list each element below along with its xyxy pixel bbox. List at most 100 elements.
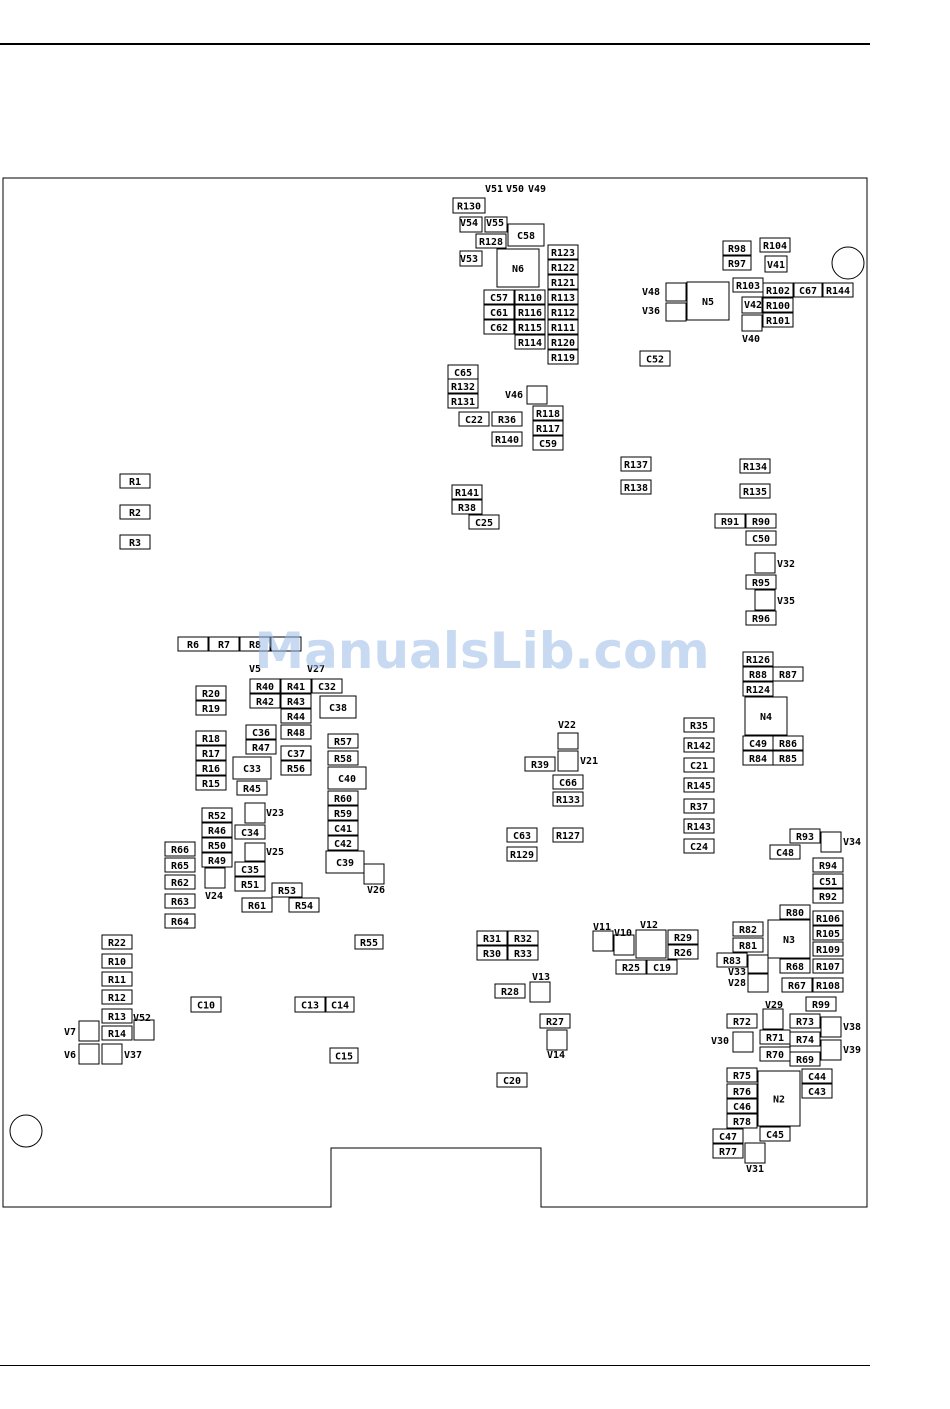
component-outline [812, 941, 844, 957]
component-label: V42 [744, 300, 762, 311]
component-label: R33 [514, 949, 532, 960]
component-outline [288, 897, 320, 913]
component-outline [557, 750, 579, 772]
component-label: R49 [208, 856, 226, 867]
component-label: R48 [287, 728, 305, 739]
component-outline [781, 977, 813, 993]
component-outline [506, 827, 538, 843]
component-c47: C47 [712, 1128, 744, 1144]
component-r119: R119 [547, 349, 579, 365]
component-v25: V25 [244, 842, 284, 862]
component-label: C39 [336, 858, 354, 869]
component-label: R10 [108, 957, 126, 968]
component-r145: R145 [683, 777, 715, 793]
component-outline [195, 745, 227, 761]
component-r66: R66 [164, 841, 196, 857]
component-label: V40 [742, 334, 760, 345]
component-label: V27 [307, 664, 325, 675]
component-v11: V11 [592, 922, 614, 952]
component-label: R17 [202, 749, 220, 760]
component-r142: R142 [683, 737, 715, 753]
component-label: R145 [687, 781, 711, 792]
component-label: R6 [187, 640, 199, 651]
component-outline [546, 1029, 568, 1051]
component-outline [683, 777, 715, 793]
component-outline [793, 282, 823, 298]
component-r59: R59 [327, 805, 359, 821]
component-outline [739, 483, 771, 499]
component-label: R57 [334, 737, 352, 748]
component-label: N6 [512, 264, 524, 275]
component-outline [789, 1051, 821, 1067]
component-label: C13 [301, 1001, 319, 1012]
component-outline [683, 818, 715, 834]
component-outline [762, 312, 794, 328]
component-label: R70 [766, 1050, 784, 1061]
component-outline [726, 1067, 758, 1083]
component-r63: R63 [164, 893, 196, 909]
component-outline [164, 913, 196, 929]
component-v27: V27 [270, 636, 325, 675]
component-r39: R39 [524, 756, 556, 772]
component-r73: R73 [789, 1013, 821, 1029]
component-r124: R124 [742, 681, 774, 697]
component-outline [244, 802, 266, 824]
component-outline [557, 732, 579, 750]
component-r37: R37 [683, 798, 715, 814]
component-outline [507, 945, 539, 961]
component-outline [767, 919, 811, 959]
component-label: R25 [622, 963, 640, 974]
component-r22: R22 [101, 934, 133, 950]
component-r10: R10 [101, 953, 133, 969]
component-outline [547, 274, 579, 290]
component-outline [552, 791, 584, 807]
component-r12: R12 [101, 989, 133, 1005]
component-label: R59 [334, 809, 352, 820]
component-label: C57 [490, 293, 508, 304]
component-label: R86 [779, 739, 797, 750]
component-r18: R18 [195, 730, 227, 746]
component-r126: R126 [742, 651, 774, 667]
component-v54: V54 [459, 216, 483, 233]
component-outline [476, 930, 508, 946]
component-outline [716, 952, 748, 968]
component-outline [164, 857, 196, 873]
component-outline [747, 973, 769, 993]
component-outline [119, 473, 151, 489]
component-c34: C34 [234, 824, 266, 840]
component-r77: R77 [712, 1143, 744, 1159]
component-label: R85 [779, 754, 797, 765]
component-r74: R74 [789, 1031, 821, 1047]
component-label: R63 [171, 897, 189, 908]
component-r28: R28 [494, 983, 526, 999]
component-outline [722, 255, 752, 271]
component-label: R82 [739, 925, 757, 936]
component-label: R116 [518, 308, 542, 319]
component-label: R120 [551, 338, 575, 349]
component-label: R18 [202, 734, 220, 745]
component-outline [236, 780, 268, 796]
component-label: R103 [736, 281, 760, 292]
component-label: C33 [243, 764, 261, 775]
component-r121: R121 [547, 274, 579, 290]
component-outline [741, 296, 763, 314]
component-label: R117 [536, 424, 560, 435]
component-label: V13 [532, 972, 550, 983]
component-outline [241, 897, 273, 913]
component-r88: R88 [742, 666, 774, 682]
component-outline [613, 934, 635, 956]
component-label: R26 [674, 948, 692, 959]
component-label: R144 [826, 286, 850, 297]
component-label: V38 [843, 1022, 861, 1033]
component-outline [239, 636, 271, 652]
component-outline [459, 216, 483, 233]
component-outline [714, 513, 746, 529]
component-outline [101, 1008, 133, 1024]
component-label: R66 [171, 845, 189, 856]
component-label: V5 [249, 664, 261, 675]
component-label: V29 [765, 1000, 783, 1011]
component-label: R106 [816, 914, 840, 925]
component-label: V48 [642, 287, 660, 298]
component-label: R54 [295, 901, 313, 912]
component-label: V54 [460, 218, 478, 229]
